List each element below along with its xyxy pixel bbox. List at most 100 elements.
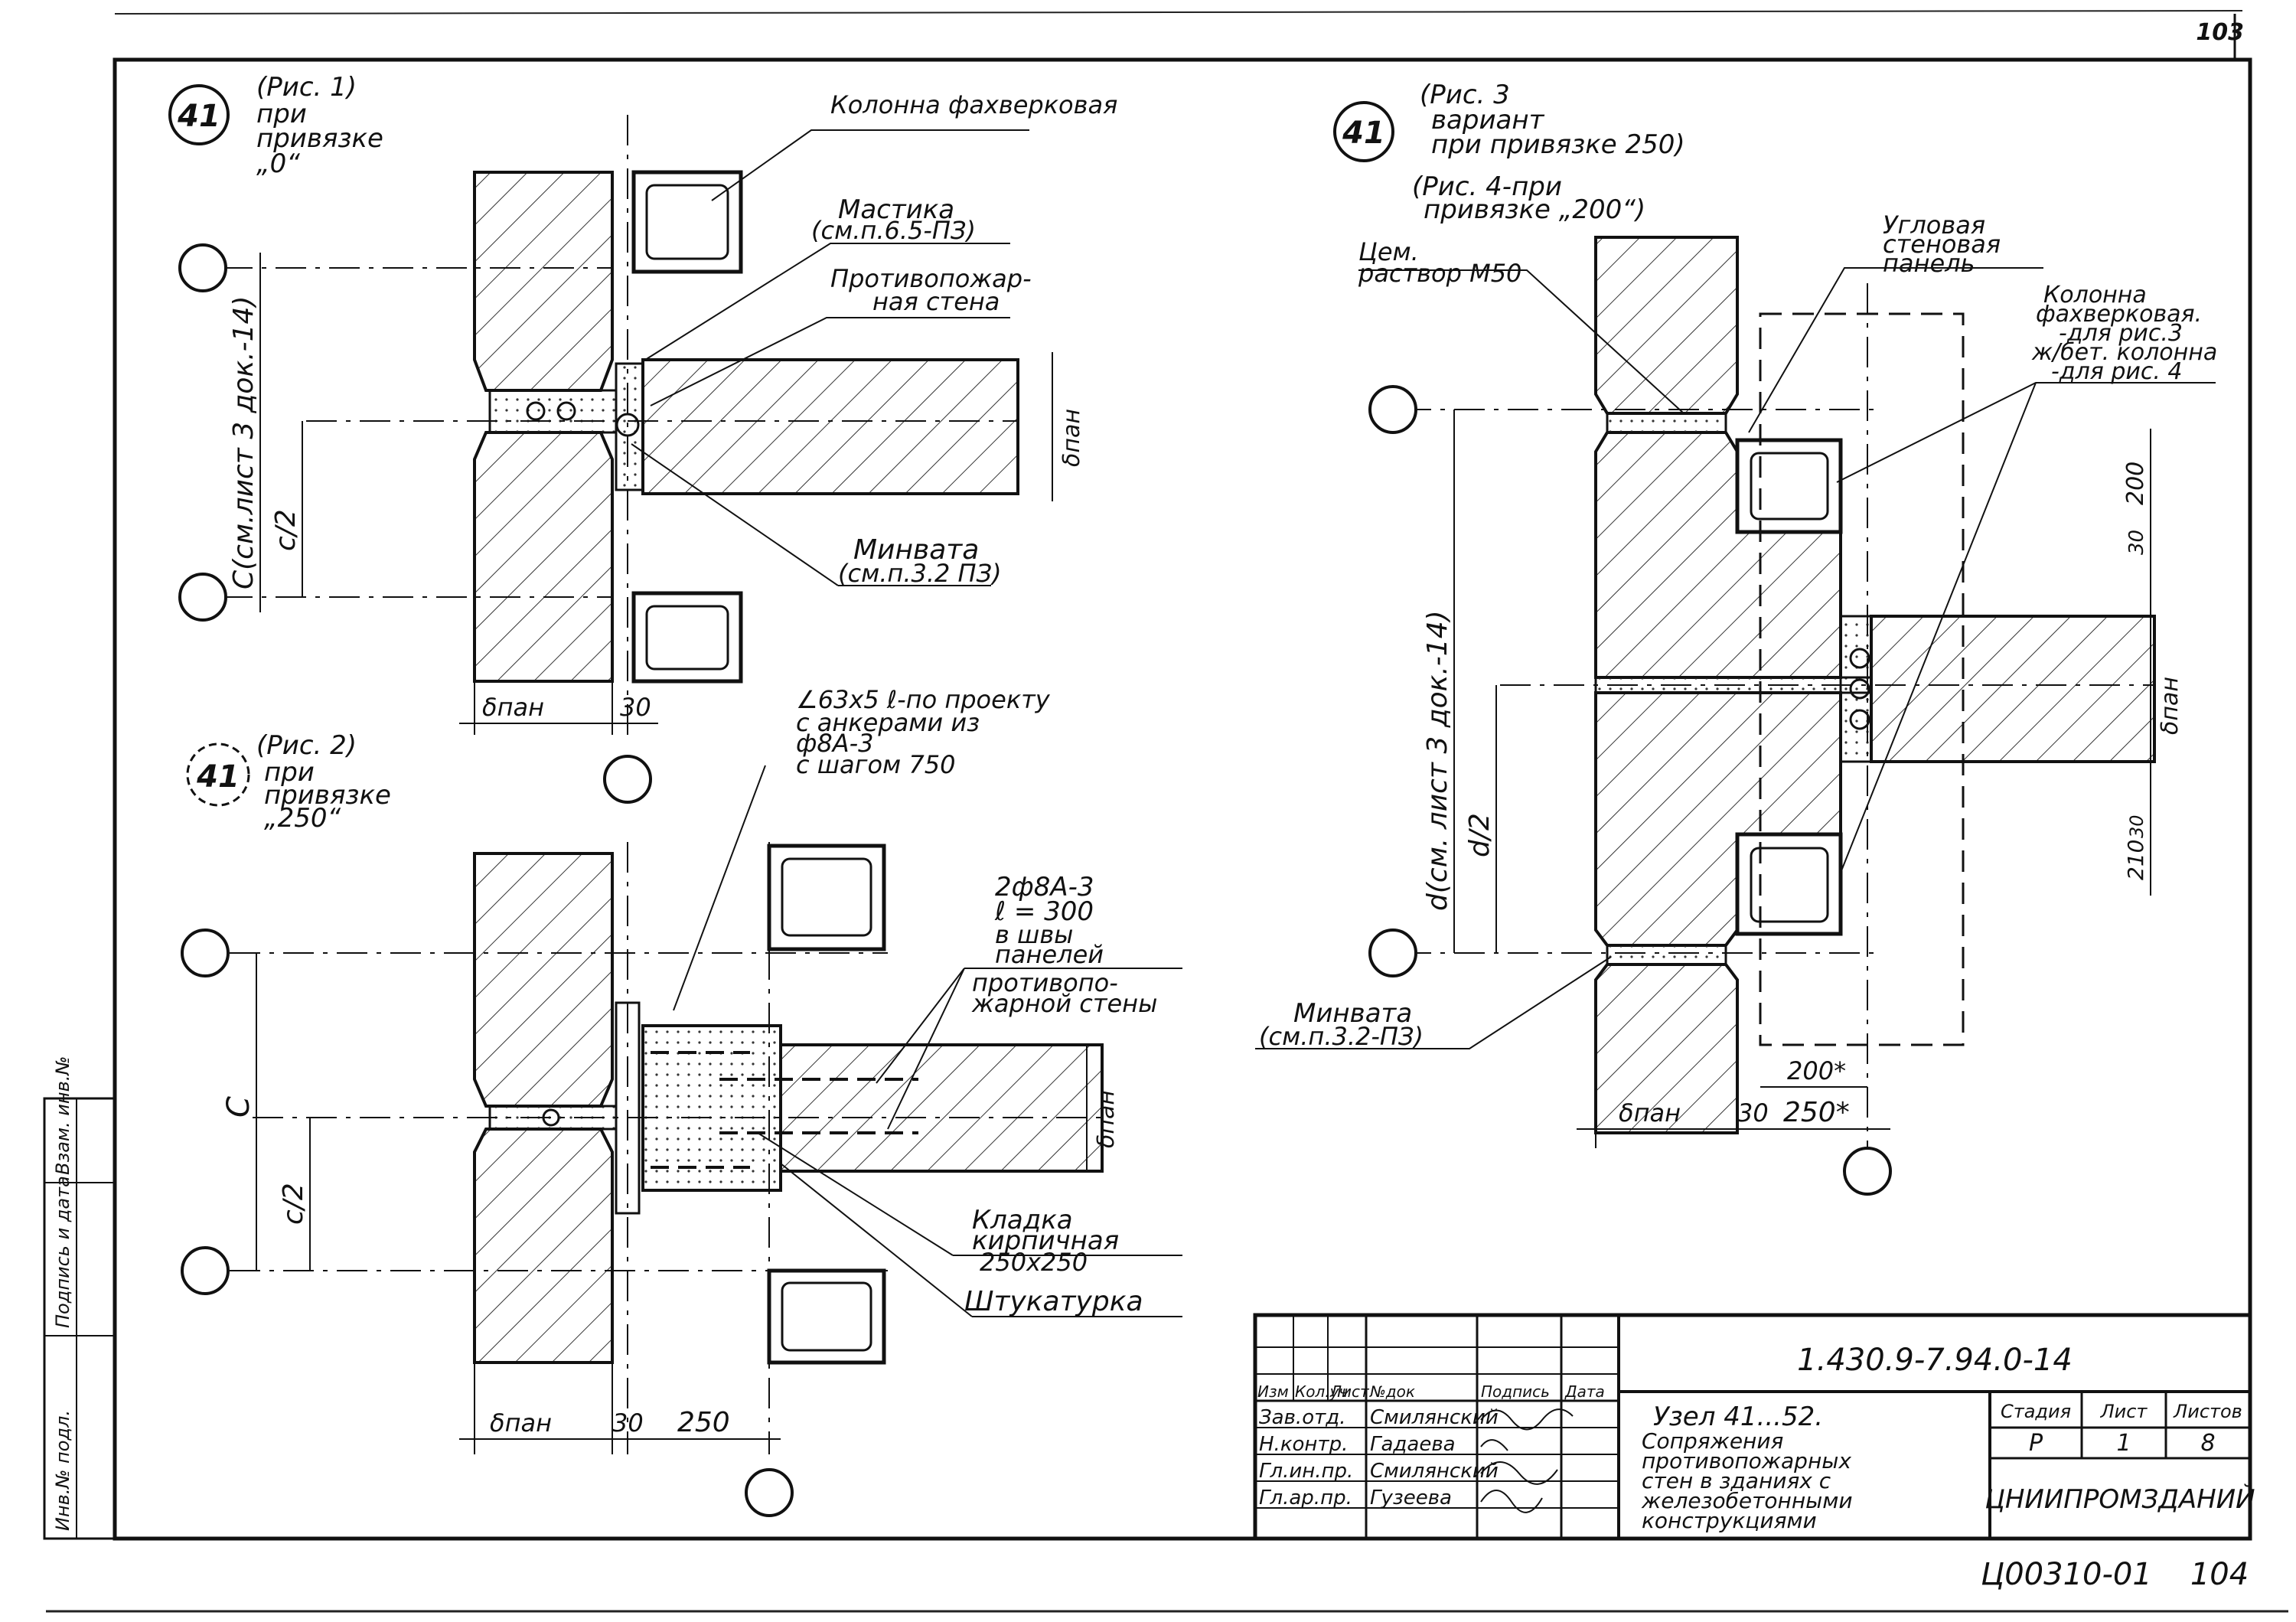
- page-number-top: 103: [2196, 19, 2244, 46]
- fig1-caption-2: при: [256, 99, 307, 129]
- fig3-label-mortar-2: раствор М50: [1358, 259, 1521, 288]
- fig1-joint-seam: [488, 389, 618, 434]
- fig2-brick-masonry: [641, 1024, 782, 1192]
- fig2-label-plaster: Штукатурка: [964, 1286, 1143, 1317]
- fig3-column-lower: [1735, 832, 1843, 936]
- fig3-corner-panel-top: [1594, 236, 1739, 415]
- organization: ЦНИИПРОМЗДАНИЙ: [1985, 1483, 2255, 1515]
- fig1-axis-bubble-1: [178, 243, 227, 292]
- title-code: 1.430.9-7.94.0-14: [1797, 1343, 2073, 1378]
- fig2-label-angle-1: ∠63х5 ℓ-по проекту: [796, 685, 1051, 714]
- fig3-dim-200: 200: [2122, 462, 2149, 505]
- fig3-label-minwool-1: Минвата: [1293, 998, 1412, 1029]
- fig2-label-angle-2: с анкерами из: [796, 708, 980, 737]
- head-doc: №док: [1369, 1382, 1415, 1401]
- fig2-dim-c2: с/2: [278, 1183, 309, 1225]
- fig1-caption-3: привязке: [256, 123, 383, 154]
- fig3-label-minwool-2: (см.п.3.2-ПЗ): [1259, 1022, 1424, 1051]
- fig2-label-rebar-3: в швы: [995, 920, 1073, 949]
- row4-name: Гузеева: [1370, 1487, 1452, 1509]
- fig2-label-brick-1: Кладка: [972, 1205, 1073, 1235]
- fig1-dim-30: 30: [620, 693, 651, 722]
- fig3-node-number: 41: [1342, 116, 1385, 151]
- fig2-wall-panel-upper: [473, 852, 614, 1108]
- fig2-dim-dpan-v: δпан: [1093, 1090, 1120, 1148]
- fig3-label-column-4: ж/бет. колонна: [2031, 339, 2217, 366]
- fig1-label-column: Колонна фахверковая: [830, 90, 1117, 119]
- fig2-axis-bubble-3: [745, 1468, 794, 1517]
- fig1-label-minwool-2: (см.п.3.2 ПЗ): [838, 559, 1002, 588]
- fig1-wall-panel-lower: [473, 431, 614, 683]
- fig3-dim-d2: d/2: [1464, 813, 1495, 857]
- fig3-label-column-2: фахверковая.: [2036, 301, 2202, 328]
- fig2-caption-2: при: [264, 757, 315, 788]
- stage-header: Стадия: [2001, 1401, 2071, 1422]
- side-stamp: Инв.№ подл. Подпись и дата Взам. инв.№: [43, 1056, 116, 1540]
- signature-1: [1480, 1408, 1574, 1431]
- fig1-caption-4: „0“: [256, 148, 300, 179]
- fig2-dim-30: 30: [612, 1408, 644, 1438]
- title-line-1: Узел 41...52.: [1653, 1402, 1823, 1432]
- fig2-label-brick-3: 250х250: [980, 1248, 1088, 1277]
- title-block: [1253, 1313, 2252, 1541]
- sheet-value: 1: [2116, 1430, 2131, 1457]
- fig2-caption-3: привязке: [264, 780, 391, 811]
- fig2-label-brick-2: кирпичная: [972, 1225, 1119, 1256]
- fig3-node-bubble: [1333, 101, 1394, 162]
- head-date: Дата: [1564, 1382, 1605, 1401]
- fig1-detail: [168, 84, 1053, 804]
- fig2-node-bubble: [186, 742, 250, 807]
- stamp-sign-date: Подпись и дата: [52, 1176, 73, 1328]
- fig3-dim-210: 210: [2123, 840, 2148, 880]
- fig1-axis-bubble-3: [603, 755, 652, 804]
- sheet-header: Лист: [2100, 1401, 2148, 1422]
- fig3-axis-bubble-3: [1843, 1147, 1892, 1196]
- title-line-2: Сопряжения: [1642, 1428, 1783, 1454]
- fig1-dim-dpan: δпан: [482, 693, 544, 722]
- fig3-firewall-panel: [1870, 615, 2156, 763]
- fig3-dim-30a: 30: [2125, 530, 2148, 555]
- fig1-node-bubble: [168, 84, 230, 145]
- signature-3: [1480, 1461, 1558, 1485]
- fig3-caption-1: (Рис. 3: [1420, 80, 1510, 110]
- fig1-label-minwool-1: Минвата: [853, 534, 979, 566]
- fig3-corner-panel: [1594, 431, 1842, 679]
- title-line-3: противопожарных: [1642, 1448, 1851, 1474]
- row3-role: Гл.ин.пр.: [1259, 1460, 1353, 1483]
- fig2-wall-panel-lower: [473, 1128, 614, 1364]
- drawing-frame: [113, 57, 2252, 1541]
- fig3-dim-d: d(см. лист 3 док.-14): [1422, 610, 1453, 911]
- fig1-label-firewall-1: Противопожар-: [830, 264, 1032, 293]
- fig3-caption2-1: (Рис. 4-при: [1412, 171, 1562, 202]
- fig3-caption-3: при привязке 250): [1431, 129, 1685, 160]
- fig3-label-corner-2: стеновая: [1883, 230, 2001, 259]
- fig3-axis-bubble-2: [1368, 928, 1417, 977]
- fig2-label-firewall-2: жарной стены: [971, 989, 1157, 1018]
- fig1-label-firewall-2: ная стена: [872, 287, 1000, 316]
- fig3-detail: [1255, 101, 2216, 1196]
- fig3-dim-30c: 30: [1737, 1098, 1769, 1128]
- fig2-firewall-panel: [779, 1043, 1104, 1173]
- row3-name: Смилянский: [1370, 1460, 1499, 1483]
- row1-role: Зав.отд.: [1259, 1406, 1345, 1429]
- fig3-caption2-2: привязке „200“): [1424, 194, 1645, 225]
- top-trim-line: [114, 10, 2243, 15]
- fig3-label-column-3: -для рис.3: [2059, 320, 2183, 347]
- fig1-column-upper: [631, 170, 743, 274]
- fig3-dim-30b: 30: [2126, 814, 2148, 838]
- fig3-label-mortar-1: Цем.: [1358, 237, 1419, 266]
- fig1-dim-c2: с/2: [270, 509, 302, 551]
- fig2-dim-c: С: [221, 1096, 256, 1118]
- fig2-label-angle-3: ф8А-3: [796, 729, 874, 758]
- sheets-header: Листов: [2173, 1401, 2242, 1422]
- fig2-label-rebar-4: панелей: [995, 940, 1104, 969]
- title-line-4: стен в зданиях с: [1642, 1468, 1831, 1493]
- fig3-dim-dpan: δпан: [1619, 1098, 1681, 1128]
- stage-value: Р: [2029, 1430, 2043, 1457]
- fig1-label-mastic-2: (см.п.6.5-ПЗ): [811, 216, 976, 245]
- fig1-dim-c: С(см.лист 3 док.-14): [228, 296, 259, 589]
- fig1-dim-dpan-v: δпан: [1058, 409, 1085, 467]
- fig1-axis-bubble-2: [178, 573, 227, 622]
- fig1-caption-1: (Рис. 1): [256, 72, 357, 103]
